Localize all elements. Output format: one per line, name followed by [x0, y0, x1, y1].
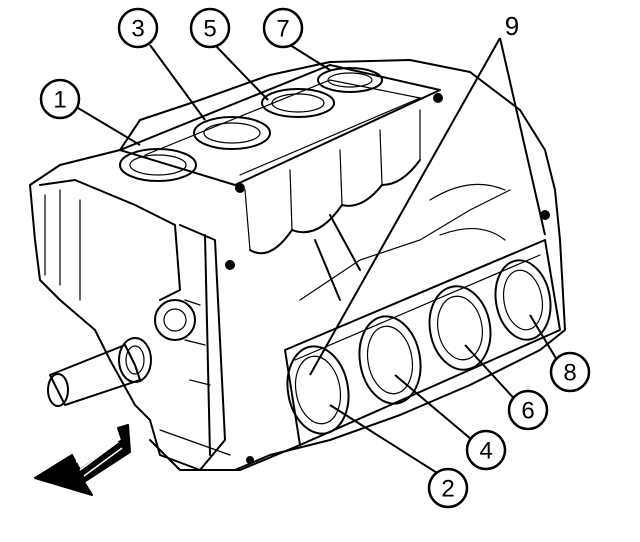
callout-2-label: 2 [441, 476, 454, 503]
callout-6-label: 6 [521, 398, 534, 425]
callout-5-label: 5 [203, 16, 216, 43]
callout-2: 2 [427, 467, 469, 509]
callout-5: 5 [189, 7, 231, 49]
callout-1: 1 [39, 78, 81, 120]
leader-lines [77, 37, 561, 479]
callout-8-label: 8 [563, 360, 576, 387]
callout-4: 4 [465, 429, 507, 471]
callout-3: 3 [117, 7, 159, 49]
callout-3-label: 3 [131, 16, 144, 43]
callout-7: 7 [262, 7, 304, 49]
callout-4-label: 4 [479, 438, 492, 465]
callout-1-label: 1 [53, 87, 66, 114]
callout-6: 6 [507, 389, 549, 431]
callout-7-label: 7 [276, 16, 289, 43]
callout-9-label: 9 [505, 11, 519, 41]
callout-8: 8 [549, 351, 591, 393]
front-direction-arrow [34, 424, 131, 496]
callout-9: 9 [505, 11, 519, 41]
engine-block-illustration [29, 59, 566, 471]
